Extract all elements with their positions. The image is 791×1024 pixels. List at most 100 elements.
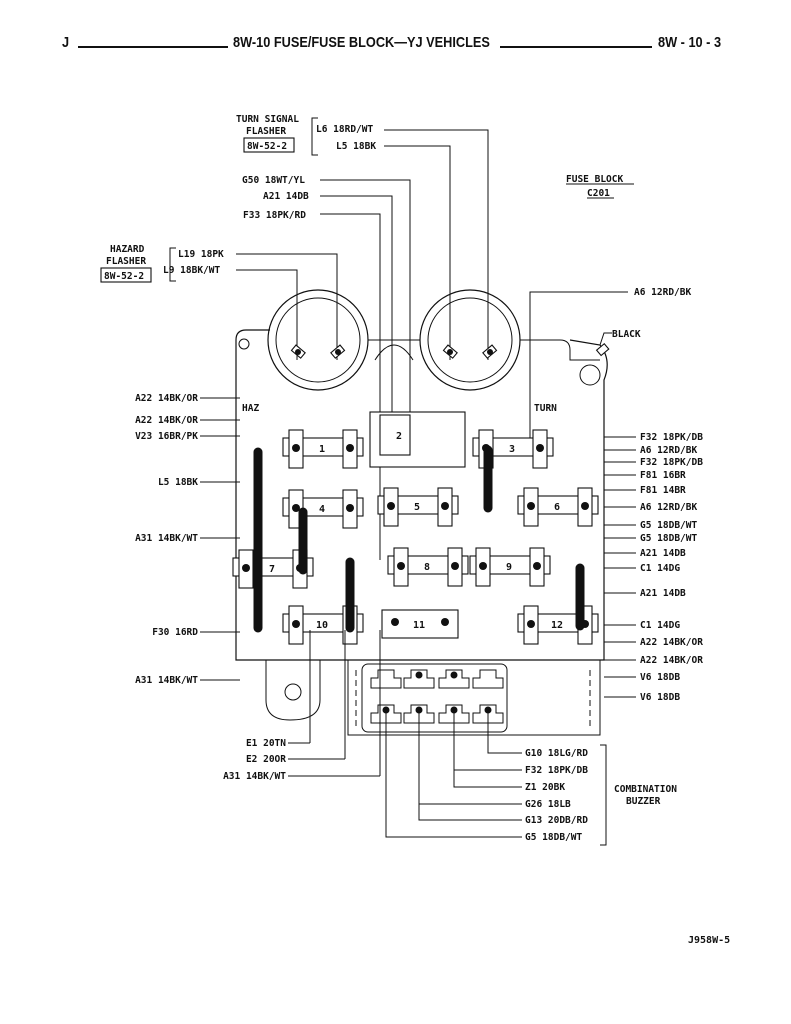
buzzer-terminal <box>370 704 402 724</box>
wire-label: A22 14BK/OR <box>640 637 703 648</box>
wire-label: A22 14BK/OR <box>135 415 198 426</box>
turn-signal-flasher-callout: TURN SIGNAL FLASHER 8W-52-2 L6 18RD/WT L… <box>236 114 376 156</box>
wire-label: V6 18DB <box>640 672 680 683</box>
top-leader-lines <box>236 129 628 560</box>
turn-signal-bracket <box>311 117 318 156</box>
buzzer-terminal <box>370 669 402 689</box>
wire-label: G5 18DB/WT <box>525 832 582 843</box>
fuse-number: 4 <box>319 504 325 515</box>
wire-label: E2 20OR <box>246 754 286 765</box>
wire-label: L5 18BK <box>336 141 376 152</box>
wire-label: A6 12RD/BK <box>634 287 691 298</box>
wire-label: F30 16RD <box>152 627 198 638</box>
turn-signal-ref-box <box>243 137 295 153</box>
buzzer-terminal <box>403 669 435 689</box>
fuse-number: 10 <box>316 620 328 631</box>
wire-label: F32 18PK/DB <box>640 432 703 443</box>
wire-label: A21 14DB <box>640 588 686 599</box>
fuse-number: 2 <box>396 431 402 442</box>
diagram-title: FUSE BLOCK <box>566 174 623 185</box>
wire-label: F32 18PK/DB <box>640 457 703 468</box>
wire-label: A31 14BK/WT <box>135 675 198 686</box>
bottom-left-wire-labels: E1 20TN E2 20OR A31 14BK/WT <box>223 630 381 782</box>
fuse-number: 1 <box>319 444 325 455</box>
buzzer-terminal <box>472 669 504 689</box>
left-wire-labels: A22 14BK/OR A22 14BK/OR V23 16BR/PK L5 18BK… <box>135 393 240 686</box>
wire-label: F33 18PK/RD <box>243 210 306 221</box>
fuse-block-housing <box>235 289 610 736</box>
wire-label: V6 18DB <box>640 692 680 703</box>
section-letter: J <box>62 34 70 51</box>
connector-id: C201 <box>587 188 610 199</box>
wire-label: G5 18DB/WT <box>640 533 697 544</box>
wire-label: Z1 20BK <box>525 782 565 793</box>
fuse-9[interactable]: 9 <box>469 547 551 587</box>
fuse-1[interactable]: 1 <box>282 429 364 469</box>
wire-label: A31 14BK/WT <box>223 771 286 782</box>
hazard-name-1: HAZARD <box>110 244 145 255</box>
buzzer-bracket <box>600 744 607 846</box>
fuse-5[interactable]: 5 <box>377 487 459 527</box>
wire-label: E1 20TN <box>246 738 286 749</box>
fuse-11[interactable]: 11 <box>381 609 459 639</box>
buzzer-label-2: BUZZER <box>626 796 661 807</box>
fuse-number: 6 <box>554 502 560 513</box>
wire-label: F81 16BR <box>640 470 686 481</box>
header-rule-right <box>500 46 652 48</box>
wire-label: A6 12RD/BK <box>640 445 697 456</box>
fuse-6[interactable]: 6 <box>517 487 599 527</box>
turn-signal-name-2: FLASHER <box>246 126 286 137</box>
hazard-ref: 8W-52-2 <box>104 271 144 282</box>
buzzer-terminal <box>438 669 470 689</box>
hazard-flasher-callout: HAZARD FLASHER 8W-52-2 L19 18PK L9 18BK/… <box>100 244 224 283</box>
wire-label: L19 18PK <box>178 249 224 260</box>
wire-label: A22 14BK/OR <box>135 393 198 404</box>
wire-label: A21 14DB <box>263 191 309 202</box>
page-number: 8W - 10 - 3 <box>658 34 722 51</box>
fuse-number: 9 <box>506 562 512 573</box>
wire-label: C1 14DG <box>640 620 680 631</box>
buzzer-terminal <box>472 704 504 724</box>
turn-label: TURN <box>534 403 557 414</box>
wire-label: A31 14BK/WT <box>135 533 198 544</box>
header-rule-left <box>78 46 228 48</box>
wire-label: L9 18BK/WT <box>163 265 220 276</box>
wire-label: V23 16BR/PK <box>135 431 198 442</box>
wire-label: G10 18LG/RD <box>525 748 588 759</box>
wire-label: G50 18WT/YL <box>242 175 305 186</box>
page-title: 8W-10 FUSE/FUSE BLOCK—YJ VEHICLES <box>233 34 490 51</box>
buzzer-label-1: COMBINATION <box>614 784 677 795</box>
hazard-ref-box <box>100 267 152 283</box>
figure-id: J958W-5 <box>688 935 731 946</box>
hazard-bracket <box>169 247 176 282</box>
wire-label: G5 18DB/WT <box>640 520 697 531</box>
wire-label: C1 14DG <box>640 563 680 574</box>
fuse-8[interactable]: 8 <box>387 547 469 587</box>
bus-bars <box>253 445 585 633</box>
buzzer-connector <box>361 663 508 733</box>
wire-label: A22 14BK/OR <box>640 655 703 666</box>
black-leader <box>599 332 612 346</box>
fuse-4[interactable]: 4 <box>282 489 364 529</box>
wire-label: G13 20DB/RD <box>525 815 588 826</box>
wire-label: L6 18RD/WT <box>316 124 373 135</box>
wire-label: A21 14DB <box>640 548 686 559</box>
turn-signal-ref: 8W-52-2 <box>247 141 287 152</box>
turn-signal-name-1: TURN SIGNAL <box>236 114 299 125</box>
hazard-name-2: FLASHER <box>106 256 146 267</box>
fuse-12[interactable]: 12 <box>517 605 599 645</box>
wire-label: F81 14BR <box>640 485 686 496</box>
fuse-number: 5 <box>414 502 420 513</box>
wire-label: L5 18BK <box>158 477 198 488</box>
fuse-number: 8 <box>424 562 430 573</box>
black-connector-label: BLACK <box>612 329 641 340</box>
fuse-number: 3 <box>509 444 515 455</box>
fuse-2[interactable]: 2 <box>369 411 466 468</box>
wire-label: G26 18LB <box>525 799 571 810</box>
fuse-number: 7 <box>269 564 275 575</box>
wire-label: A6 12RD/BK <box>640 502 697 513</box>
fuse-number: 11 <box>413 620 425 631</box>
